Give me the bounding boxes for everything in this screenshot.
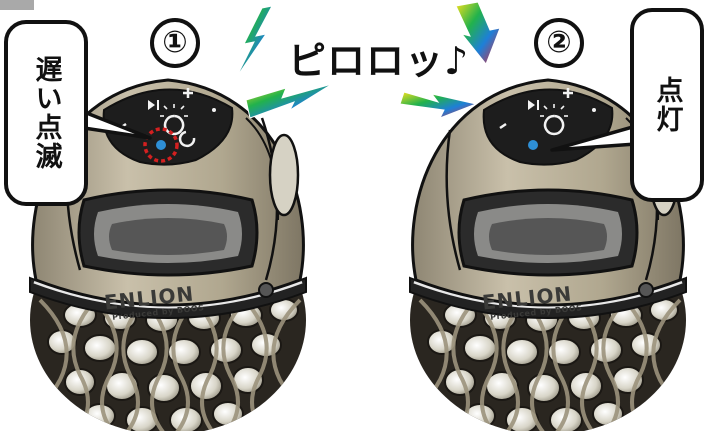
step-number-1: ① xyxy=(150,18,200,68)
callout-left: 遅い点滅 xyxy=(4,20,88,206)
callout-right-text: 点灯 xyxy=(654,76,681,134)
callout-right: 点灯 xyxy=(630,8,704,202)
corner-tab xyxy=(0,0,34,10)
led-indicator-icon xyxy=(156,140,166,150)
sound-effect-text: ピロロッ♪ xyxy=(288,30,469,85)
callout-left-text: 遅い点滅 xyxy=(33,55,60,171)
led-indicator-icon xyxy=(528,140,538,150)
step-number-2: ② xyxy=(534,18,584,68)
